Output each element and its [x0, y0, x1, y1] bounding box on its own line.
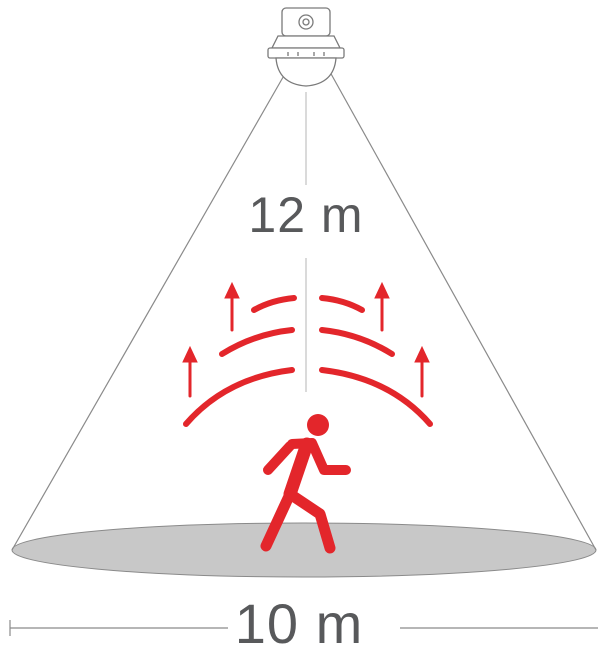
ceiling-motion-sensor-icon: [268, 8, 344, 86]
arrow-up-icon: [415, 347, 429, 396]
height-label: 12 m: [0, 190, 598, 240]
wave-right-inner: [322, 298, 362, 310]
detection-area-ellipse: [12, 523, 596, 577]
arrow-up-icon: [183, 347, 197, 396]
wave-left-outer: [186, 370, 292, 424]
motion-wave-icon: [186, 298, 430, 424]
wave-right-outer: [322, 370, 430, 424]
wave-right-middle: [322, 330, 392, 354]
wave-left-middle: [222, 330, 292, 354]
arrow-up-icon: [375, 283, 389, 330]
arrow-up-icon: [225, 283, 239, 330]
cone-edge-right: [330, 72, 596, 550]
wave-left-inner: [254, 298, 294, 310]
cone-edge-left: [12, 72, 286, 550]
width-label: 10 m: [0, 596, 598, 652]
